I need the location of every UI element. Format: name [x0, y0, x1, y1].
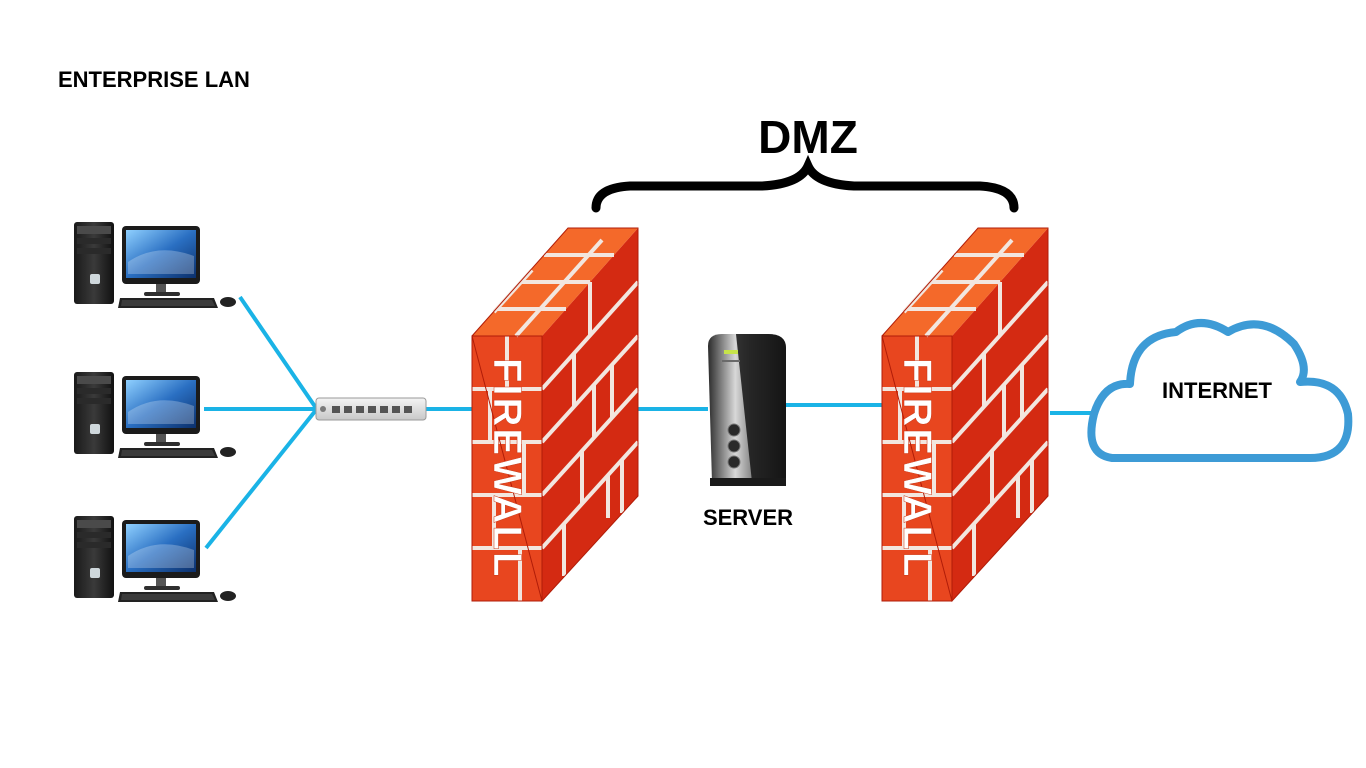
link-pc-1-switch	[238, 295, 318, 410]
dmz-brace	[591, 154, 1019, 213]
firewall-outer-icon: FIREWALL	[880, 226, 1050, 603]
pc-3-icon	[74, 516, 236, 602]
pc-1-icon	[74, 222, 236, 308]
server-label: SERVER	[703, 505, 793, 530]
pc-2-icon	[74, 372, 236, 458]
firewall-inner-icon: FIREWALL	[470, 226, 640, 603]
internet-cloud-icon	[1087, 319, 1353, 462]
lan-label: ENTERPRISE LAN	[58, 67, 250, 92]
firewall-outer-label: FIREWALL	[895, 358, 939, 578]
dmz-label: DMZ	[758, 111, 858, 163]
server-icon	[708, 334, 786, 486]
link-pc-3-switch	[204, 408, 318, 550]
firewall-inner-label: FIREWALL	[485, 358, 529, 578]
network-switch-icon	[315, 397, 427, 421]
internet-label: INTERNET	[1162, 378, 1273, 403]
